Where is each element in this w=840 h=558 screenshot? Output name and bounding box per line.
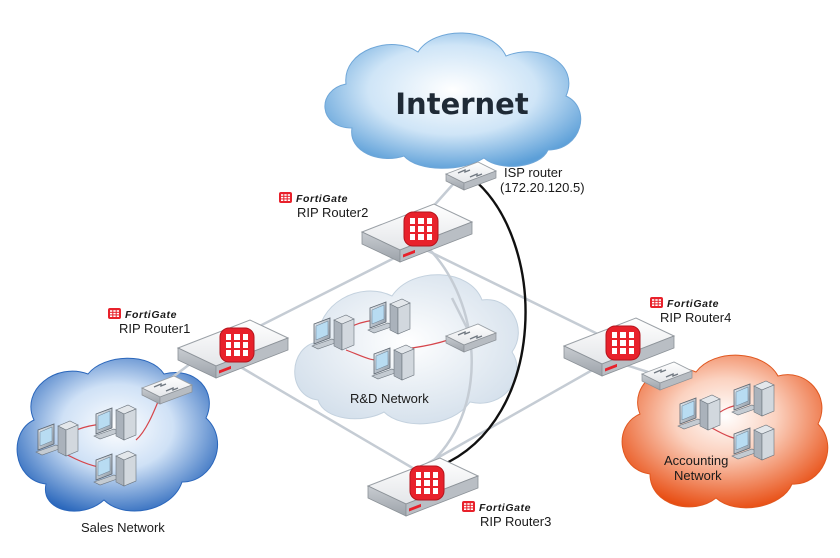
router3-name: RIP Router3 xyxy=(480,514,551,529)
internet-cloud: Internet xyxy=(324,32,582,169)
router1-label: FortiGate RIP Router1 xyxy=(108,308,190,336)
router1-name: RIP Router1 xyxy=(119,321,190,336)
router4-label: FortiGate RIP Router4 xyxy=(650,297,731,325)
router2-brand: FortiGate xyxy=(296,193,348,205)
isp-router-ip: (172.20.120.5) xyxy=(500,180,585,195)
router4-name: RIP Router4 xyxy=(660,310,731,325)
accounting-network-label-line1: Accounting xyxy=(664,453,728,468)
router4-brand: FortiGate xyxy=(667,298,719,310)
fortigate-logo-icon xyxy=(650,297,663,308)
router1-brand: FortiGate xyxy=(125,309,177,321)
fortigate-router1-icon xyxy=(177,319,289,379)
isp-router-label: ISP router (172.20.120.5) xyxy=(500,165,585,195)
fortigate-logo-icon xyxy=(108,308,121,319)
link-router4-router3 xyxy=(415,358,611,472)
link-router2-router4 xyxy=(417,244,611,342)
isp-router-name: ISP router xyxy=(504,165,563,180)
link-isp-router3 xyxy=(439,177,527,468)
router2-label: FortiGate RIP Router2 xyxy=(279,192,368,220)
fortigate-router2-icon xyxy=(361,203,473,263)
link-router2-router3 xyxy=(429,249,473,463)
sales-network-label: Sales Network xyxy=(81,520,165,535)
link-router1-router3 xyxy=(231,360,417,472)
router3-label: FortiGate RIP Router3 xyxy=(462,501,551,529)
accounting-network-cloud xyxy=(621,354,829,509)
router2-name: RIP Router2 xyxy=(297,205,368,220)
link-router2-router1 xyxy=(231,244,419,342)
rd-network-label: R&D Network xyxy=(350,391,429,406)
router3-brand: FortiGate xyxy=(479,502,531,514)
accounting-network-label-line2: Network xyxy=(674,468,722,483)
fortigate-router3-icon xyxy=(367,457,479,517)
fortigate-logo-icon xyxy=(279,192,292,203)
internet-label: Internet xyxy=(395,87,529,121)
fortigate-logo-icon xyxy=(462,501,475,512)
